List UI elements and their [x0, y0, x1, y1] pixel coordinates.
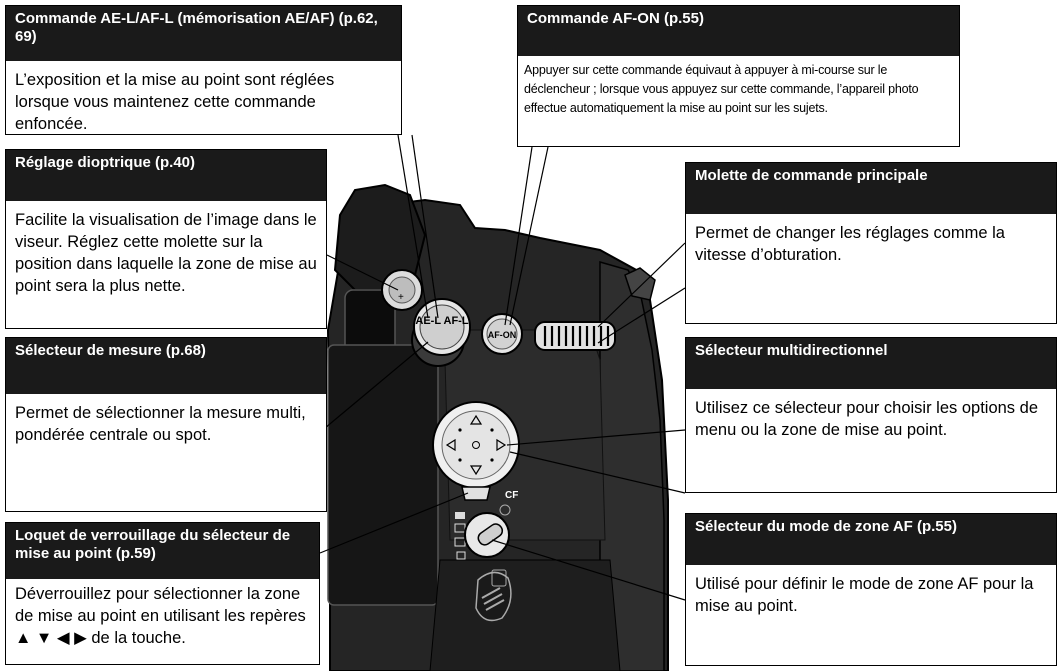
bottom-panel [429, 559, 621, 671]
af-on-label: AF-ON [488, 330, 517, 340]
callout-metering-body: Permet de sélectionner la mesure multi, … [15, 404, 306, 444]
lcd-monitor [327, 344, 439, 606]
callout-metering-title: Sélecteur de mesure (p.68) [6, 338, 326, 394]
cf-mark: CF [505, 490, 518, 501]
ael-label: AE-L AF-L [415, 315, 468, 327]
focus-lock-tab[interactable] [461, 486, 491, 501]
callout-diopter: Réglage dioptrique (p.40) Facilite la vi… [5, 149, 327, 329]
diopter-mark: + [398, 292, 404, 303]
leader-lines [319, 134, 686, 601]
callout-focus-lock-title: Loquet de verrouillage du sélecteur de m… [6, 523, 319, 579]
callout-diopter-body: Facilite la visualisation de l’image dan… [15, 211, 317, 295]
callout-multi-selector: Sélecteur multidirectionnel Utilisez ce … [685, 337, 1057, 493]
callout-af-on: Commande AF-ON (p.55) Appuyer sur cette … [517, 5, 960, 147]
callout-ael-afl-title: Commande AE-L/AF-L (mémorisation AE/AF) … [6, 6, 401, 61]
callout-af-zone: Sélecteur du mode de zone AF (p.55) Util… [685, 513, 1057, 666]
callout-focus-lock-body: Déverrouillez pour sélectionner la zone … [15, 585, 306, 647]
multi-right-arrow [496, 438, 507, 452]
strap-lug [624, 267, 656, 301]
callout-main-dial-body: Permet de changer les réglages comme la … [695, 224, 1005, 264]
callout-metering: Sélecteur de mesure (p.68) Permet de sél… [5, 337, 327, 512]
multi-left-arrow [445, 438, 456, 452]
callout-multi-selector-body: Utilisez ce sélecteur pour choisir les o… [695, 399, 1038, 439]
callout-ael-afl-body: L’exposition et la mise au point sont ré… [15, 71, 335, 133]
callout-ael-afl: Commande AE-L/AF-L (mémorisation AE/AF) … [5, 5, 402, 135]
callout-af-zone-title: Sélecteur du mode de zone AF (p.55) [686, 514, 1056, 565]
callout-af-on-body: Appuyer sur cette commande équivaut à ap… [524, 63, 919, 115]
callout-multi-selector-title: Sélecteur multidirectionnel [686, 338, 1056, 389]
callout-af-zone-body: Utilisé pour définir le mode de zone AF … [695, 575, 1034, 615]
callout-main-dial: Molette de commande principale Permet de… [685, 162, 1057, 324]
callout-main-dial-title: Molette de commande principale [686, 163, 1056, 214]
callout-focus-lock: Loquet de verrouillage du sélecteur de m… [5, 522, 320, 665]
callout-af-on-title: Commande AF-ON (p.55) [518, 6, 959, 56]
card-slot-latch[interactable] [475, 571, 512, 622]
eyepiece [333, 183, 427, 291]
callout-diopter-title: Réglage dioptrique (p.40) [6, 150, 326, 201]
multi-up-arrow [469, 414, 483, 425]
main-command-dial[interactable] [534, 321, 616, 351]
multi-down-arrow [469, 465, 483, 476]
